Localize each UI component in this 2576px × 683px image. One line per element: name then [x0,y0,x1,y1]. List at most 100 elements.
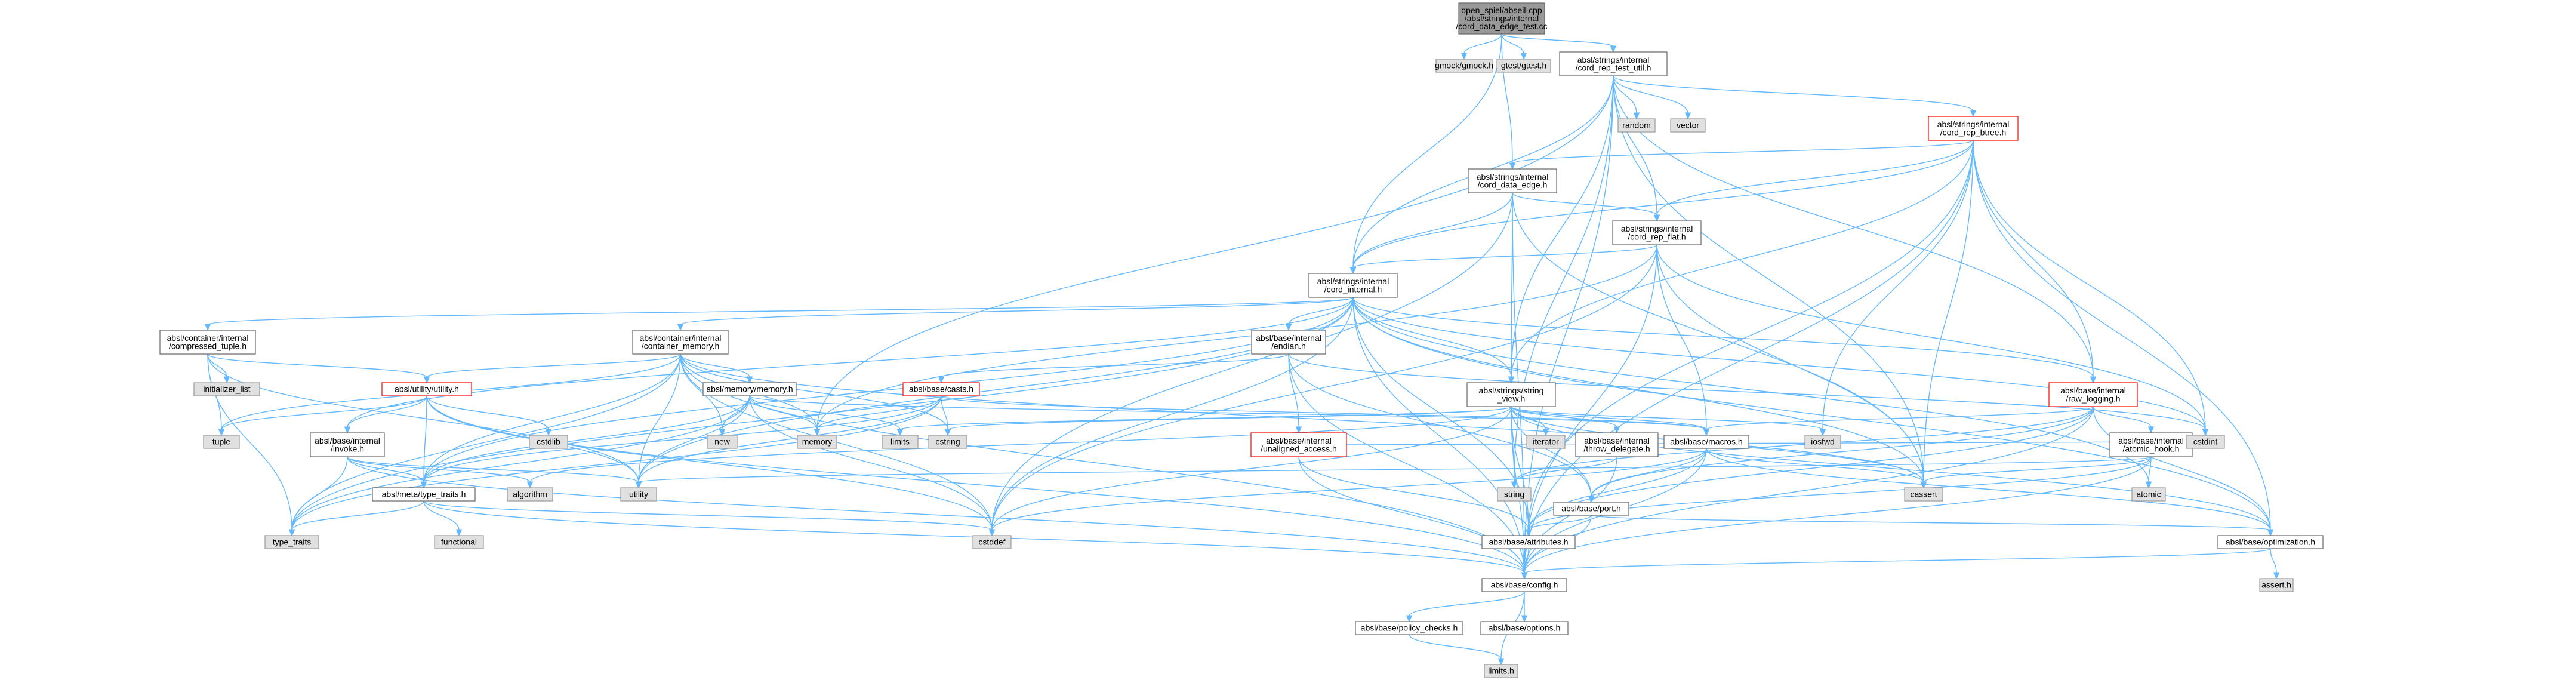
node-label: new [714,437,731,447]
edge-cord_data_edge-to-cord_rep_flat [1512,192,1660,222]
node-invoke[interactable]: absl/base/internal/invoke.h [310,432,385,457]
node-cord-rep-test-util[interactable]: absl/strings/internal/cord_rep_test_util… [1559,51,1668,76]
node-box [1251,330,1326,355]
edge-optimization-to-assert [2270,548,2280,580]
node-cord-rep-flat[interactable]: absl/strings/internal/cord_rep_flat.h [1612,220,1702,245]
edge-cord_internal-to-cassert [1352,297,1927,489]
edge-casts-to-memory [814,395,942,436]
node-label: absl/base/internal [2060,386,2126,395]
arrowhead [1520,53,1527,60]
arrowhead [1511,481,1518,489]
node-label: initializer_list [203,384,250,394]
arrowhead [1406,615,1413,623]
edge-endian-to-cstdint [1288,353,2209,436]
arrowhead [1521,572,1528,580]
node-box [203,435,240,449]
edge-macros-to-cstddef [988,448,1707,537]
edge-utility_h-to-cstdlib [426,395,552,436]
edge-cord_rep_btree-to-cord_data_edge [1509,140,1974,170]
node-label: functional [441,537,477,547]
node-label: cstring [935,437,960,447]
node-compressed-tuple[interactable]: absl/container/internal/compressed_tuple… [159,330,256,355]
node-raw-logging[interactable]: absl/base/internal/raw_logging.h [2048,382,2138,407]
node-label: absl/memory/memory.h [706,384,793,394]
node-box [1468,168,1557,193]
node-functional: functional [434,535,484,549]
edge-string_view-to-iosfwd [1511,406,1826,436]
node-cstddef: cstddef [972,535,1012,549]
arrowhead [944,429,951,436]
edge-cord_internal-to-type_traits_h [420,297,1354,489]
node-box [1435,59,1493,73]
node-port[interactable]: absl/base/port.h [1553,502,1629,516]
arrowhead [896,429,904,436]
node-label: atomic [2136,490,2161,499]
node-box [1617,118,1656,133]
node-box [264,535,319,549]
node-throw-delegate[interactable]: absl/base/internal/throw_delegate.h [1575,432,1659,457]
node-policy-checks[interactable]: absl/base/policy_checks.h [1355,621,1463,635]
node-string-view[interactable]: absl/strings/string_view.h [1466,382,1556,407]
node-container-memory[interactable]: absl/container/internal/container_memory… [632,330,729,355]
node-optimization[interactable]: absl/base/optimization.h [2217,535,2324,549]
arrowhead [1509,162,1516,170]
node-root[interactable]: open_spiel/abseil-cpp/absl/strings/inter… [1456,2,1548,35]
node-label: absl/strings/internal [1577,55,1650,64]
node-label: assert.h [2261,580,2291,590]
node-box [1250,432,1347,457]
node-label: gmock/gmock.h [1435,61,1493,70]
edge-cord_rep_btree-to-attributes [1525,140,1974,537]
node-box [310,432,385,457]
arrowhead [420,481,427,489]
node-box [902,382,980,396]
edge-policy_checks-to-limits_h [1409,634,1505,666]
edge-cord_rep_test_util-to-cord_rep_btree [1613,75,1977,118]
node-box [2109,432,2193,457]
node-macros[interactable]: absl/base/macros.h [1663,435,1749,449]
edge-atomic_hook-to-cassert [1920,456,2152,489]
arrowhead [719,429,726,436]
node-casts[interactable]: absl/base/casts.h [902,382,980,396]
arrowhead [1703,429,1710,436]
node-label: /raw_logging.h [2066,393,2120,403]
node-box [434,535,484,549]
node-attributes[interactable]: absl/base/attributes.h [1481,535,1576,549]
node-cord-data-edge[interactable]: absl/strings/internal/cord_data_edge.h [1468,168,1557,193]
node-cord-rep-btree[interactable]: absl/strings/internal/cord_rep_btree.h [1928,116,2019,141]
edge-string_view-to-limits [896,406,1512,436]
node-options[interactable]: absl/base/options.h [1480,621,1569,635]
node-unaligned-access[interactable]: absl/base/internal/unaligned_access.h [1250,432,1347,457]
node-box [1458,2,1545,35]
node-label: /cord_internal.h [1324,284,1382,294]
edge-container_memory-to-config [680,353,1528,580]
node-box [632,330,729,355]
edge-raw_logging-to-config [1521,406,2094,580]
node-atomic-hook[interactable]: absl/base/internal/atomic_hook.h [2109,432,2193,457]
arrowhead [1508,376,1515,384]
dependency-edges [204,33,2280,666]
edge-root-to-cord_data_edge [1501,33,1516,170]
node-label: /compressed_tuple.h [169,341,246,350]
node-label: random [1622,121,1650,130]
node-endian[interactable]: absl/base/internal/endian.h [1251,330,1326,355]
node-box [620,487,657,502]
node-cord-internal[interactable]: absl/strings/internal/cord_internal.h [1308,273,1398,298]
edge-cord_internal-to-container_memory [677,297,1354,331]
node-label: absl/base/casts.h [909,384,973,394]
edge-unaligned_access-to-cstdint [1346,438,2187,445]
arrowhead [1349,267,1357,275]
node-label: absl/base/internal [315,436,380,445]
node-label: absl/strings/internal [1937,119,2010,129]
arrowhead [635,481,642,489]
node-label: /container_memory.h [642,341,719,350]
node-utility-h[interactable]: absl/utility/utility.h [381,382,472,396]
node-config[interactable]: absl/base/config.h [1481,578,1567,592]
arrowhead [1525,529,1532,537]
node-memory-h[interactable]: absl/memory/memory.h [702,382,797,396]
edge-container_memory-to-memory_h [680,353,753,384]
node-label: /cord_rep_test_util.h [1576,63,1651,72]
node-type-traits-h[interactable]: absl/meta/type_traits.h [372,487,476,502]
node-label: tuple [212,437,231,447]
node-box [1480,621,1569,635]
edge-atomic_hook-to-utility [635,456,2152,489]
